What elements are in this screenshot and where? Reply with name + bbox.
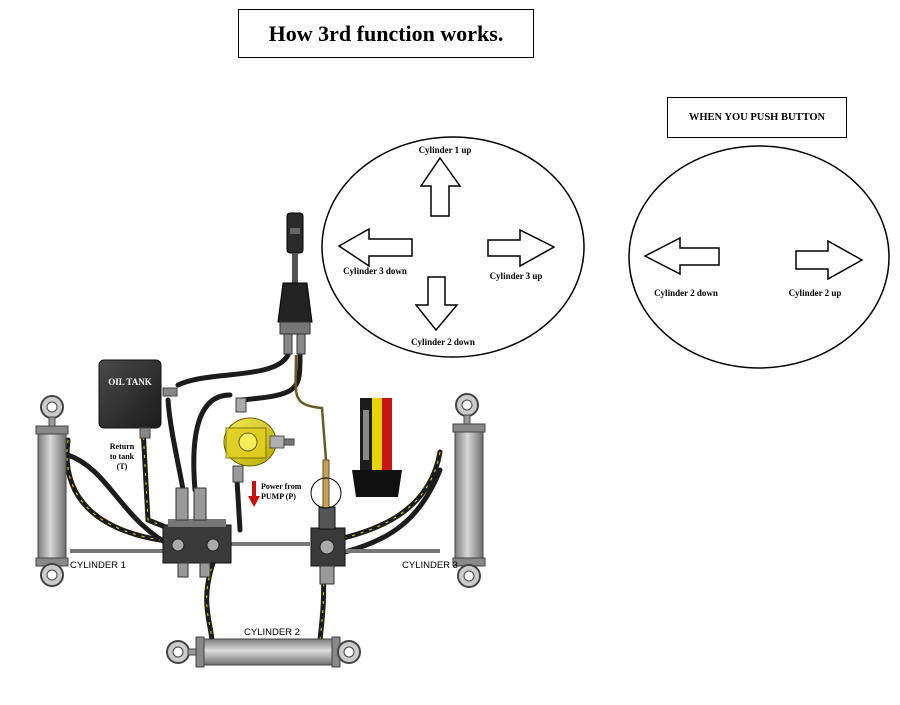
oil-tank <box>98 359 178 439</box>
main-valve-block <box>162 487 232 578</box>
label-oil-tank: OIL TANK <box>108 377 151 387</box>
page-title: How 3rd function works. <box>238 9 534 58</box>
cylinder-2 <box>166 636 361 668</box>
arrow-left-icon <box>337 227 413 268</box>
label-cylinder-2-down: Cylinder 2 down <box>411 337 475 347</box>
control-wire <box>294 354 328 500</box>
power-arrow-icon <box>248 481 260 507</box>
label-return-line-2: to tank <box>110 452 135 461</box>
label-cylinder-1-up: Cylinder 1 up <box>419 145 472 155</box>
label-cylinder-3-down: Cylinder 3 down <box>343 266 407 276</box>
label-power-line-2: PUMP (P) <box>261 492 296 501</box>
button-direction-circle: Cylinder 2 down Cylinder 2 up <box>628 145 890 369</box>
label-button-cylinder-2-down: Cylinder 2 down <box>654 288 718 298</box>
arrow-right-icon <box>487 228 556 268</box>
arrow-left-icon <box>643 236 720 276</box>
hydraulic-pump <box>223 397 295 483</box>
push-button-caption: WHEN YOU PUSH BUTTON <box>667 97 847 138</box>
joystick <box>277 212 313 355</box>
label-cylinder-1: CYLINDER 1 <box>70 560 126 571</box>
label-return-line-1: Return <box>110 442 135 451</box>
arrow-down-icon <box>414 276 459 332</box>
label-button-cylinder-2-up: Cylinder 2 up <box>789 288 842 298</box>
steel-lines <box>70 542 440 553</box>
cylinder-3 <box>452 393 486 588</box>
arrow-up-icon <box>419 156 462 217</box>
joystick-direction-circle: Cylinder 1 up Cylinder 2 down Cylinder 3… <box>321 136 585 358</box>
arrow-right-icon <box>795 239 864 281</box>
third-function-valve <box>310 459 346 585</box>
label-return-line-3: (T) <box>117 462 128 471</box>
label-cylinder-3-up: Cylinder 3 up <box>490 271 543 281</box>
button-switch-inset <box>352 398 402 497</box>
label-power-line-1: Power from <box>261 482 302 491</box>
label-cylinder-2: CYLINDER 2 <box>244 627 300 638</box>
cylinder-1 <box>35 395 69 587</box>
label-cylinder-3: CYLINDER 3 <box>402 560 458 571</box>
